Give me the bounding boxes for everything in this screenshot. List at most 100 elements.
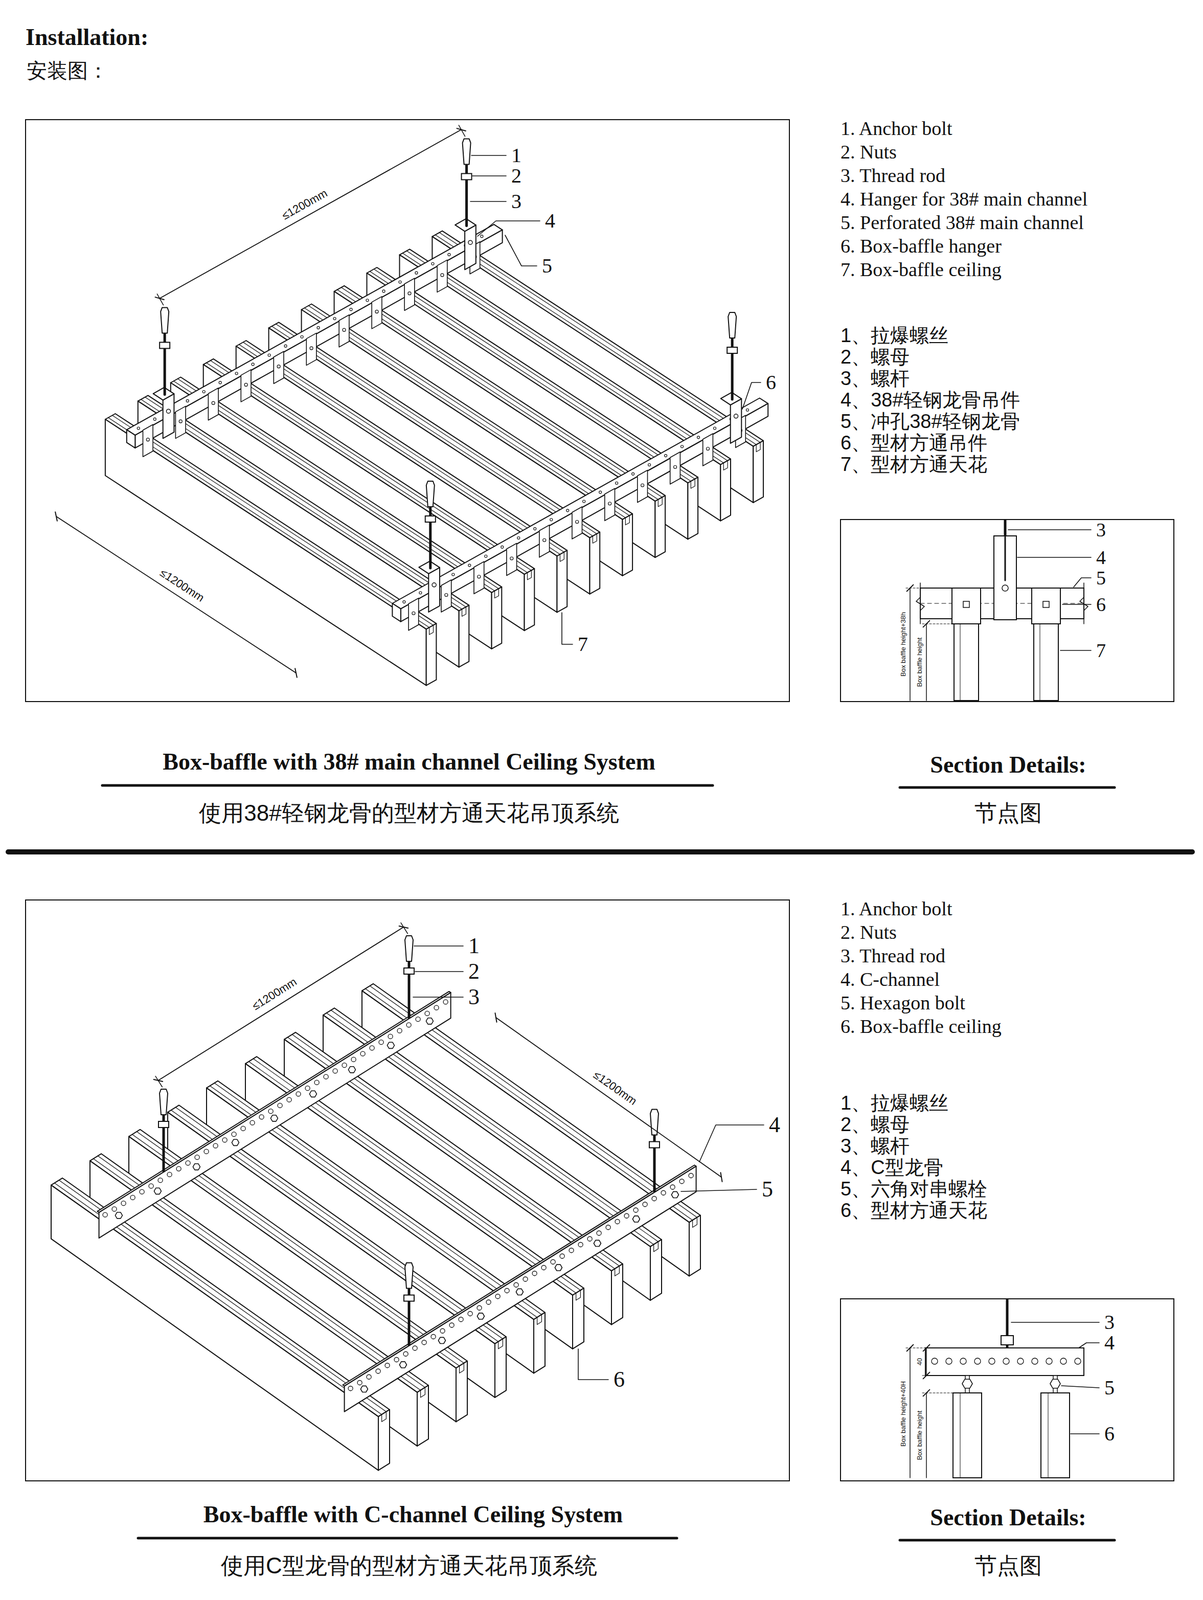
part-list-item: 4. C-channel [840,969,940,989]
thread-rod [465,219,468,226]
hexagon-bolt [309,1090,317,1097]
channel-top [392,398,768,609]
section-frame [840,1298,1174,1481]
baffle-end [426,623,437,686]
perforation [167,1171,172,1177]
perforation [186,399,189,402]
section-frame [840,519,1174,702]
channel-end [126,429,135,448]
perforation [424,1010,430,1016]
main-channel-hanger-top [720,392,742,405]
nut [1001,1335,1014,1345]
baffle-groove [576,1289,581,1301]
callout-number: 4 [1096,547,1106,567]
dimension-line [925,1392,927,1478]
c-channel-section [925,1347,1084,1376]
perforation [661,1190,666,1195]
perforation [235,372,238,375]
system-caption: 使用C型龙骨的型材方通天花吊顶系统 [220,1554,598,1577]
perforation [157,1177,163,1183]
thread-rod [428,561,432,569]
dimension-line [909,587,911,701]
leader-line [415,970,464,972]
perforation [406,1022,412,1028]
leader-line [505,235,537,266]
leader-line [681,1189,757,1192]
part-list-item: 3、螺杆 [840,1136,910,1156]
leader-line [472,175,507,177]
perforation [139,1189,145,1194]
perforation [398,280,402,284]
leader-line [561,612,573,645]
perforation [277,1102,283,1108]
channel-front [400,403,768,622]
perforation [495,1294,501,1299]
perforation [633,1207,639,1213]
baffle-end [557,550,568,612]
callout-number: 5 [541,255,553,277]
thread-rod [1004,535,1007,581]
hexagon-bolt [192,1163,200,1170]
perforation [153,417,156,421]
perforation [434,1005,439,1010]
perforation [378,1039,384,1045]
perforation [480,235,484,238]
baffle-end [494,1336,507,1398]
perforation [587,1236,593,1241]
part-list-item: 7、型材方通天花 [840,454,988,474]
perforation [467,1310,473,1316]
baffle-end [622,513,633,576]
section-heading: Section Details: [929,753,1086,777]
hanger-hole [575,520,579,524]
perforation [745,408,749,412]
perforation [533,527,537,531]
thread-rod-assembly [649,1109,660,1192]
anchor-bolt [728,312,737,338]
perforation [688,1172,694,1178]
perforation [384,1363,390,1368]
perforation [316,326,320,329]
perforation [1017,1357,1024,1365]
nut [727,347,738,354]
hanger-hole [277,365,281,369]
callout-number: 5 [1104,1377,1115,1398]
baffle-side [105,419,427,686]
perforation [624,1213,629,1218]
baffle-ceiling-c-channel [51,935,701,1470]
drawing-frame [25,899,790,1481]
baffle-groove [420,1387,426,1398]
hexagon-bolt [360,1385,368,1392]
perforation [541,1264,547,1270]
hanger-hole [510,556,514,560]
perforation [284,344,287,348]
dimension-line [925,1347,927,1376]
box-baffle-hanger [951,587,981,624]
perforation [240,1125,246,1131]
baffle-groove [498,1338,504,1349]
perforation [382,289,385,293]
drawing-frame [25,119,790,702]
box-baffle [105,413,437,686]
hanger-hole [407,291,412,295]
perforated-main-channel [126,138,503,457]
callout-number: 6 [765,372,777,393]
dimensions-panel-1 [55,125,466,678]
callout-number: 2 [511,165,522,187]
system-caption: 使用38#轻钢龙骨的型材方通天花吊顶系统 [198,801,619,825]
perforation [1003,1357,1010,1365]
nut [158,1121,169,1128]
baffle-end [572,1287,584,1349]
box-baffle-hanger [637,470,648,503]
box-baffle-section [1040,1392,1070,1478]
perforation [286,1097,292,1102]
part-list-item: 3. Thread rod [840,945,946,966]
dimension-line [159,129,462,299]
part-list-item: 2. Nuts [840,142,897,162]
perforation [697,436,700,439]
hexagon-bolt [671,1191,679,1198]
box-baffle-hanger [1031,587,1061,624]
anchor-bolt [404,935,414,962]
callout-number: 3 [1104,1311,1115,1333]
frames [8,119,1193,1540]
